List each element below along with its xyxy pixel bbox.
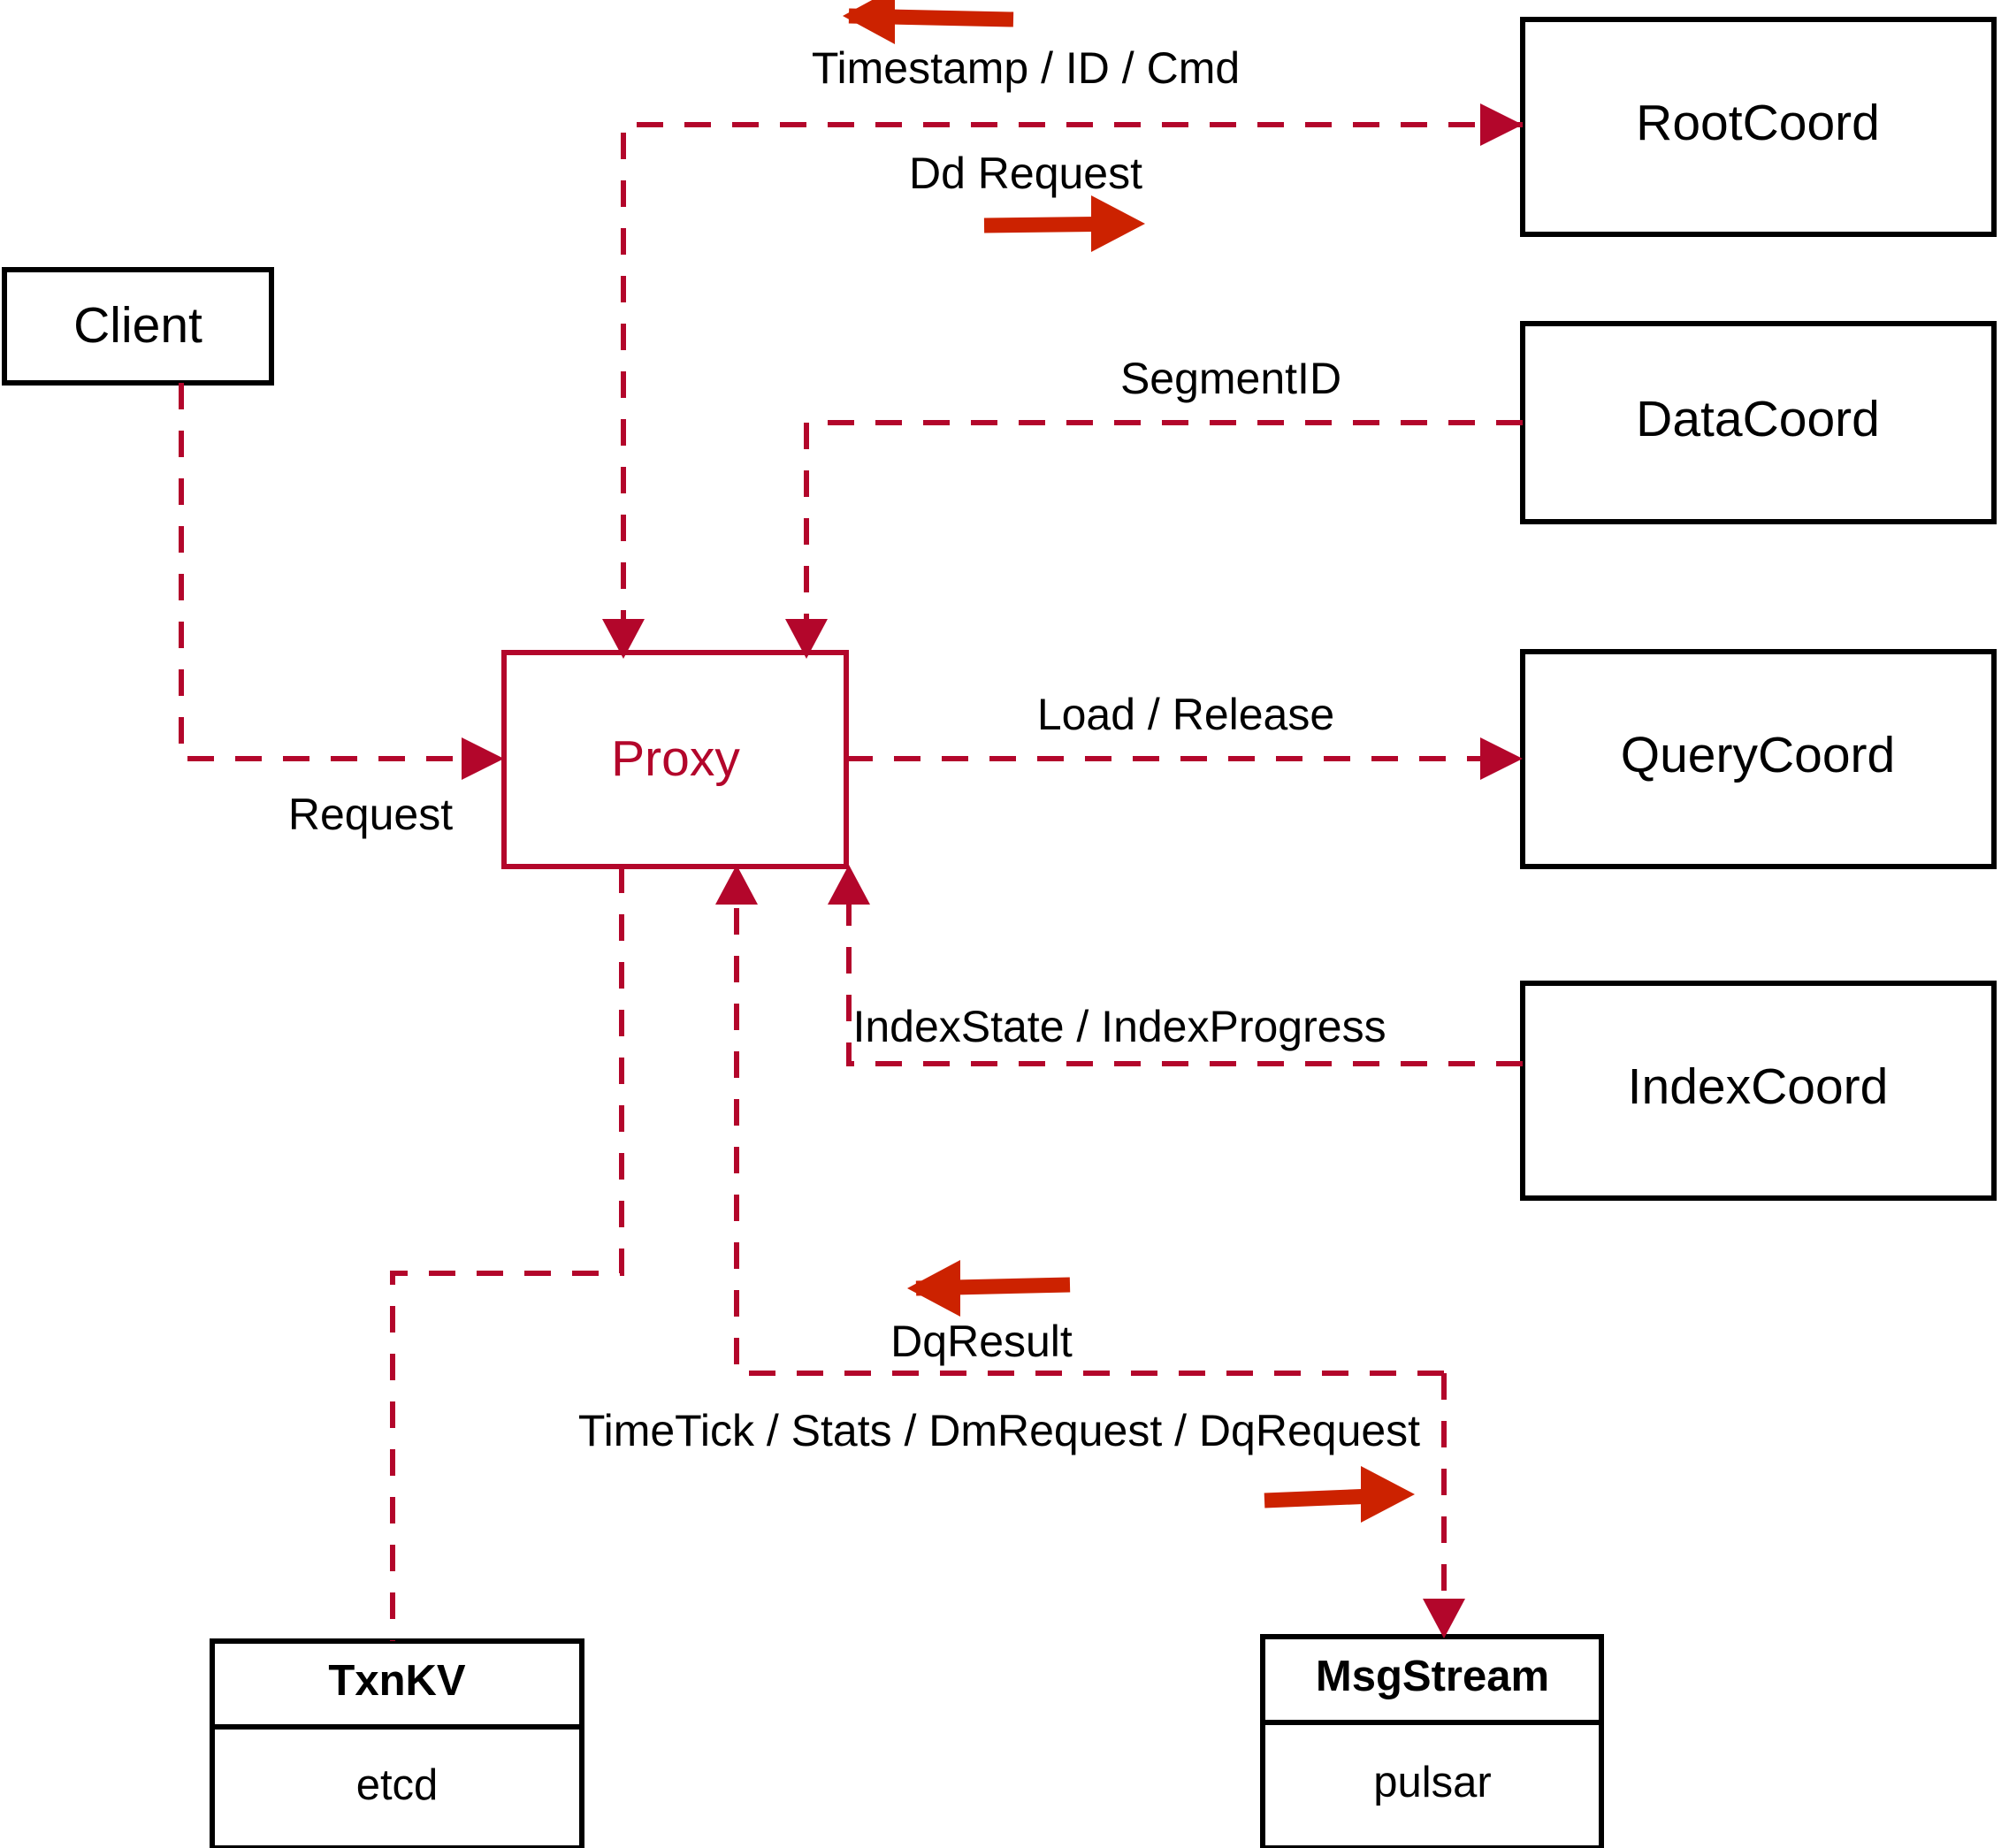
edge-label-index-state-progress: IndexState / IndexProgress	[852, 1002, 1386, 1051]
timestamp-arrow-head	[843, 0, 895, 44]
dqresult-flow-path	[734, 889, 1444, 1376]
querycoord-label: QueryCoord	[1621, 727, 1895, 783]
edge-label-segment-id: SegmentID	[1120, 354, 1341, 403]
txnkv-title: TxnKV	[328, 1657, 466, 1705]
edge-label-load-release: Load / Release	[1037, 690, 1334, 739]
indexcoord-box	[1520, 981, 1997, 1201]
node-datacoord[interactable]: DataCoord	[1520, 321, 1997, 524]
client-label: Client	[73, 297, 202, 354]
node-querycoord[interactable]: QueryCoord	[1520, 649, 1997, 869]
msgstream-title: MsgStream	[1316, 1653, 1549, 1700]
edge-datacoord-proxy	[785, 420, 1523, 659]
indexcoord-label: IndexCoord	[1628, 1058, 1889, 1115]
node-txnkv[interactable]: TxnKV etcd	[210, 1638, 584, 1848]
direction-arrow-dqresult	[907, 1260, 1071, 1317]
node-msgstream[interactable]: MsgStream pulsar	[1260, 1634, 1604, 1848]
rootcoord-box	[1520, 17, 1997, 237]
edge-indexcoord-proxy	[828, 865, 1523, 1066]
rootcoord-to-proxy-arrowhead	[602, 619, 645, 659]
dd-request-arrow-head	[1091, 195, 1145, 252]
dqresult-arrowhead	[715, 865, 758, 905]
direction-arrow-timetick	[1264, 1466, 1415, 1523]
edge-rootcoord-proxy	[602, 103, 1523, 659]
txnkv-flow-path	[390, 867, 624, 1641]
segmentid-arrowhead	[785, 619, 828, 659]
rootcoord-flow-path	[621, 122, 1523, 635]
direction-arrow-timestamp	[843, 0, 1014, 44]
datacoord-box	[1520, 321, 1997, 524]
request-flow-path	[179, 383, 482, 761]
txnkv-box	[210, 1638, 584, 1848]
load-release-arrowhead	[1480, 737, 1523, 780]
msgstream-box	[1260, 1634, 1604, 1848]
timetick-arrowhead	[1423, 1599, 1465, 1638]
node-client[interactable]: Client	[2, 267, 274, 386]
edge-label-timetick-stats: TimeTick / Stats / DmRequest / DqRequest	[578, 1406, 1420, 1455]
edge-proxy-msgstream	[1423, 1373, 1465, 1638]
node-rootcoord[interactable]: RootCoord	[1520, 17, 1997, 237]
rootcoord-label: RootCoord	[1636, 95, 1880, 151]
edge-proxy-querycoord	[846, 737, 1523, 780]
indexstate-flow-path	[846, 889, 1523, 1066]
node-indexcoord[interactable]: IndexCoord	[1520, 981, 1997, 1201]
node-proxy[interactable]: Proxy	[501, 650, 849, 869]
direction-arrow-dd-request	[983, 195, 1145, 252]
txnkv-impl: etcd	[356, 1761, 439, 1809]
edge-label-request: Request	[288, 790, 453, 839]
edge-label-dqresult: DqResult	[890, 1317, 1073, 1366]
indexstate-arrowhead	[828, 865, 870, 905]
msgstream-impl: pulsar	[1373, 1759, 1491, 1806]
edge-label-timestamp-id-cmd: Timestamp / ID / Cmd	[812, 43, 1240, 93]
proxy-label: Proxy	[611, 730, 740, 787]
edge-msgstream-proxy-dqresult	[715, 865, 1444, 1376]
request-arrowhead	[462, 737, 504, 780]
querycoord-box	[1520, 649, 1997, 869]
datacoord-label: DataCoord	[1636, 391, 1880, 447]
segmentid-flow-path	[804, 420, 1523, 635]
timetick-arrow-head	[1361, 1466, 1415, 1523]
proxy-to-rootcoord-arrowhead	[1480, 103, 1523, 146]
dqresult-arrow-head	[907, 1260, 960, 1317]
edge-proxy-txnkv	[390, 867, 624, 1641]
edge-client-proxy	[179, 383, 504, 780]
proxy-box	[501, 650, 849, 869]
client-box	[2, 267, 274, 386]
edge-label-dd-request: Dd Request	[909, 149, 1142, 198]
